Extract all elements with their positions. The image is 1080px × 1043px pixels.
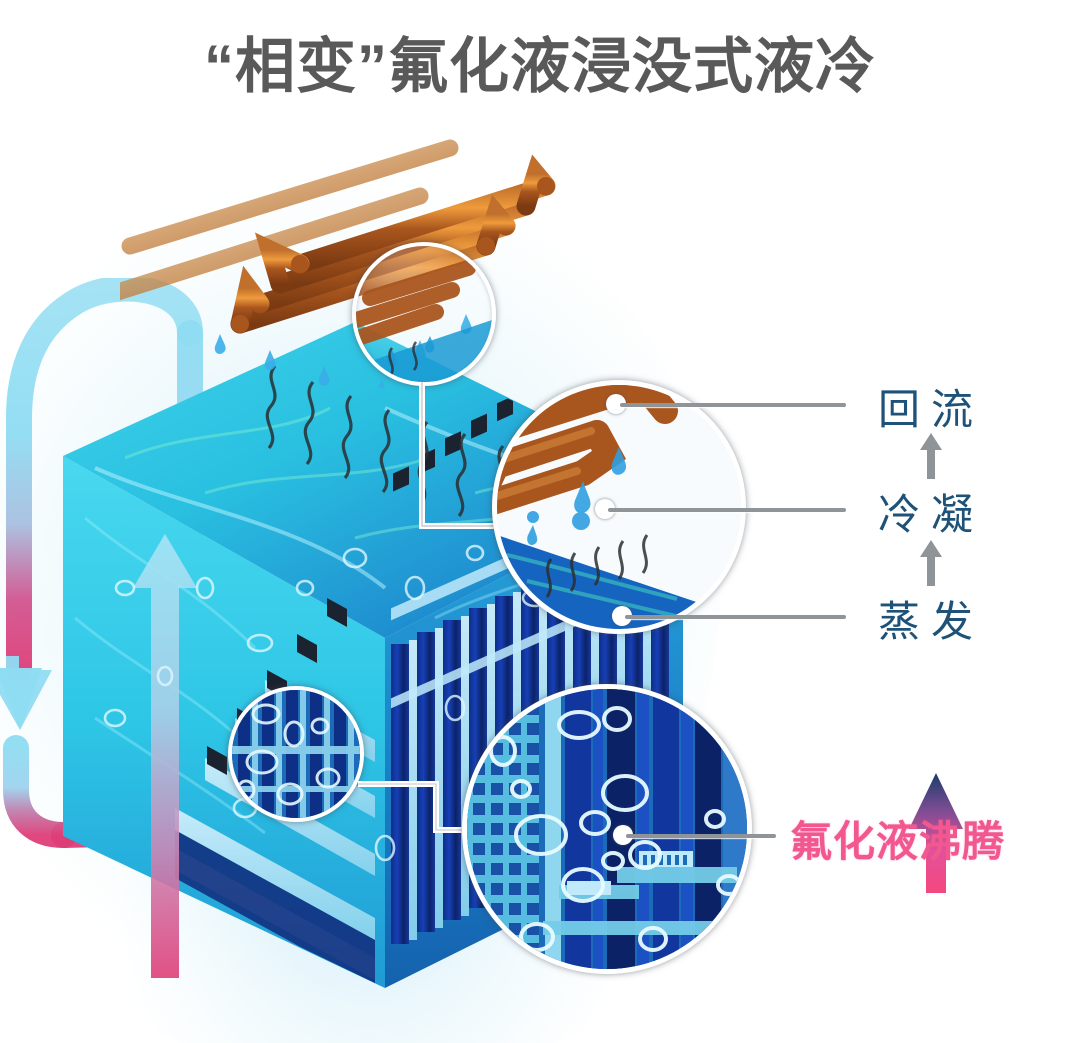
callout-line-evaporate (625, 615, 846, 619)
phase-change-immersion-cooling-diagram: 回流 冷凝 蒸发 氟化液沸腾 (0, 118, 1080, 1043)
boiling-phase-arrow (909, 773, 963, 893)
callout-dot-boiling (613, 825, 633, 845)
callout-dot-reflux (606, 394, 626, 414)
condensation-zone-content (497, 385, 741, 629)
page-title: “相变”氟化液浸没式液冷 (204, 33, 876, 100)
callout-label-reflux: 回流 (878, 386, 985, 433)
callout-label-condense: 冷凝 (878, 491, 985, 538)
evaporate-to-condense-arrow (920, 540, 942, 586)
callout-line-reflux (620, 403, 846, 407)
condense-to-reflux-arrow (920, 433, 942, 479)
condenser-coil (120, 139, 556, 388)
server-detail-small-content (232, 690, 360, 818)
vapor-rising-arrow (133, 534, 197, 978)
coil-detail-large-circle[interactable] (492, 380, 746, 634)
callout-line-boiling (626, 834, 776, 838)
coil-detail-small-content (356, 260, 492, 382)
coil-detail-small-circle[interactable] (352, 242, 496, 386)
callout-label-fluid-boiling: 氟化液沸腾 (790, 818, 1006, 865)
server-detail-large-circle[interactable] (462, 684, 752, 974)
callout-dot-evaporate (612, 606, 632, 626)
callout-line-condense (608, 508, 846, 512)
callout-label-evaporate: 蒸发 (878, 598, 985, 645)
boiling-zone-content (467, 689, 747, 969)
server-detail-small-circle[interactable] (228, 686, 364, 822)
callout-dot-condense (595, 499, 615, 519)
